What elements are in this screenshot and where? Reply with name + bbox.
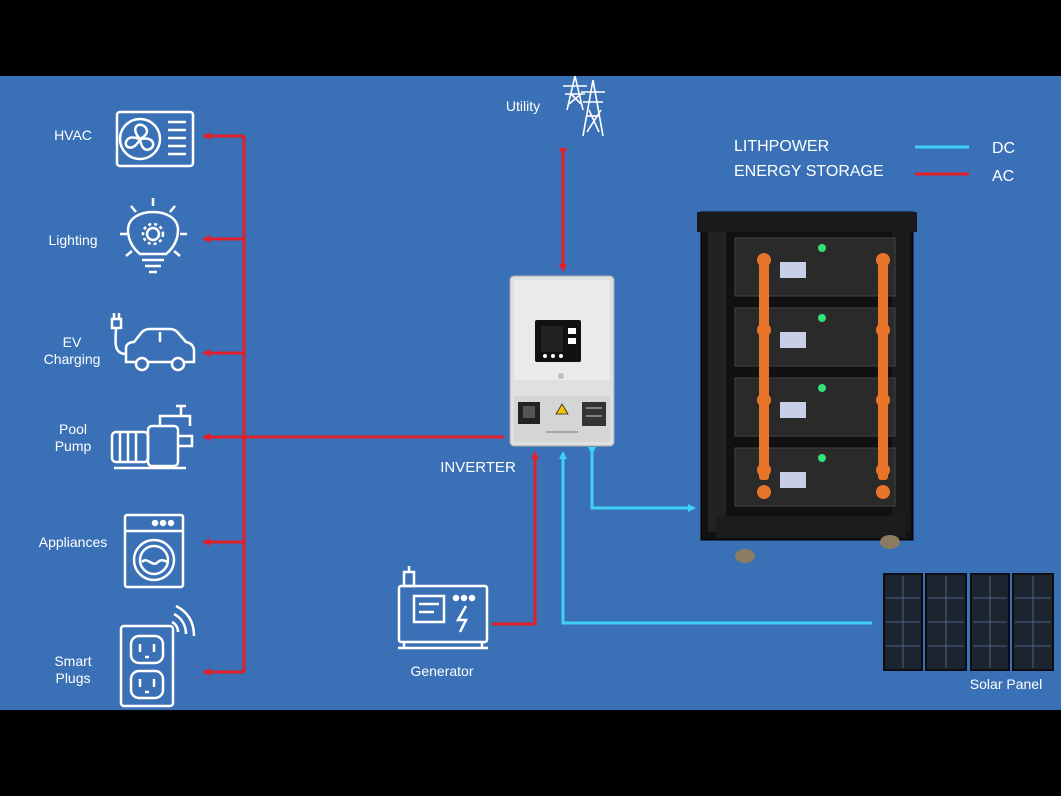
- power-tower-icon: [563, 76, 605, 137]
- utility-label: Utility: [505, 98, 541, 114]
- ac-load-bus: [202, 132, 504, 676]
- storage-title-line1: LITHPOWER: [734, 138, 830, 155]
- lightbulb-icon: [120, 198, 187, 274]
- storage-title-line2: ENERGY STORAGE: [734, 163, 884, 180]
- ev-car-icon: [110, 313, 196, 372]
- hvac-icon: [115, 110, 195, 168]
- generator-label: Generator: [410, 663, 474, 679]
- load-label-hvac: HVAC: [54, 127, 92, 143]
- washing-machine-icon: [123, 513, 185, 589]
- inverter-label: INVERTER: [440, 459, 516, 476]
- load-label-appliances: Appliances: [38, 534, 108, 550]
- legend-dc-label: DC: [992, 140, 1016, 157]
- solar-dc-link: [559, 451, 872, 625]
- generator-icon: [397, 566, 489, 650]
- load-label-lighting: Lighting: [48, 232, 98, 248]
- battery-rack: [697, 211, 917, 563]
- pool-pump-icon: [110, 404, 194, 470]
- generator-ac-link: [492, 451, 539, 626]
- load-label-ev-charging: EV Charging: [43, 334, 101, 367]
- diagram-canvas: HVAC Lighting EV Charging Pool Pump Appl…: [0, 76, 1061, 710]
- legend-ac-label: AC: [992, 168, 1015, 185]
- smart-plug-icon: [119, 604, 196, 708]
- battery-dc-link: [588, 447, 696, 512]
- inverter-device: [509, 275, 615, 447]
- solar-panel-array: [883, 573, 1054, 671]
- diagram-lines: [110, 76, 1054, 708]
- solar-panel-label: Solar Panel: [969, 676, 1043, 692]
- load-label-smart-plugs: Smart Plugs: [54, 653, 92, 686]
- load-label-pool-pump: Pool Pump: [54, 421, 92, 454]
